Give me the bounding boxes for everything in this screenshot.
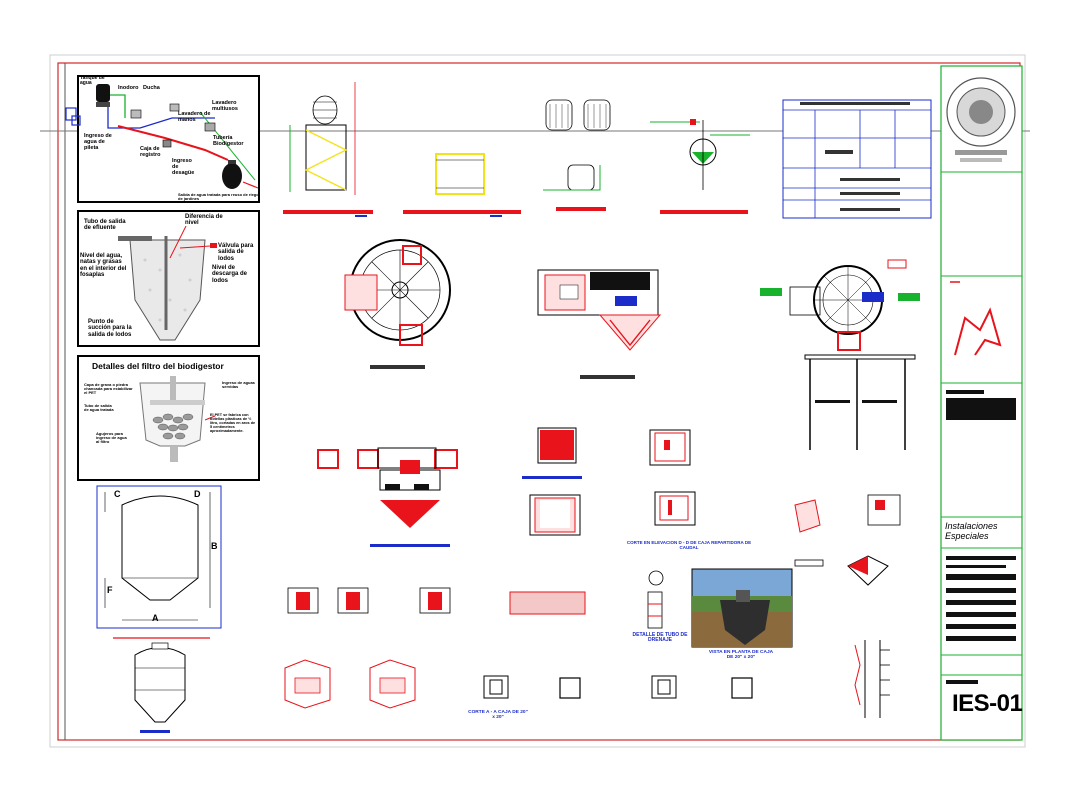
label-ingreso-pileta: Ingreso de agua de pileta	[84, 133, 112, 151]
label-salida-tratada: Salida de agua tratada para reuso de rie…	[178, 192, 259, 202]
water-tank	[96, 84, 110, 102]
sheet-border-outer	[49, 54, 1026, 748]
biodigestor-mini	[222, 163, 242, 189]
label-ducha: Ducha	[143, 85, 160, 91]
filter-title: Detalles del filtro del biodigestor	[92, 361, 224, 371]
label-ingreso-servidas: Ingreso de aguas servidas	[222, 380, 255, 390]
label-tuberia-biodigestor: Tubería Biodigestor	[213, 135, 244, 147]
sheet-number: IES-01	[952, 690, 1023, 717]
caption-vista-planta: VISTA EN PLANTA DE CAJA DE 20" x 20"	[708, 650, 774, 661]
legend-table	[782, 99, 932, 219]
label-ingreso-desague: Ingreso de desagüe	[172, 158, 195, 176]
panel-tank-dims	[96, 485, 222, 629]
label-nivel-agua: Nivel del agua, natas y grasas en el int…	[80, 253, 127, 278]
label-tubo-salida-tratada: Tubo de salida de agua tratada	[84, 403, 114, 413]
dim-c: C	[114, 489, 121, 499]
tank-outline	[121, 495, 199, 601]
label-tubo-salida: Tubo de salida de efluente	[84, 219, 126, 232]
label-pet: El PET se fabrica con botellas plásticas…	[210, 413, 256, 433]
label-diferencia-nivel: Diferencia de nivel	[185, 214, 223, 227]
label-valvula: Válvula para salida de lodos	[218, 243, 254, 262]
caption-corte-d: CORTE EN ELEVACION D - D DE CAJA REPARTI…	[626, 540, 752, 550]
left-blue-marker	[65, 107, 77, 121]
label-inodoro: Inodoro	[118, 85, 139, 91]
label-capa-grava: Capa de grava o piedra chancada para est…	[84, 382, 133, 396]
caption-corte-a: CORTE A - A CAJA DE 20" x 20"	[468, 710, 528, 721]
label-tanque: Tanque de agua	[80, 75, 105, 87]
filter-body	[139, 382, 206, 447]
label-agujeros: Agujeros para ingreso de agua al filtro	[96, 431, 127, 445]
project-title: Instalaciones Especiales	[945, 521, 998, 541]
dim-b: B	[211, 541, 218, 551]
label-lavadero-manos: Lavadero de manos	[178, 111, 211, 123]
label-caja-registro: Caja de registro	[140, 146, 161, 158]
dim-f: F	[107, 585, 113, 595]
dim-a: A	[152, 613, 159, 623]
biodigestor-drawing	[134, 647, 186, 723]
label-punto-succion: Punto de succión para la salida de lodos	[88, 319, 132, 338]
label-lavadero-multiusos: Lavadero multiusos	[212, 100, 238, 112]
caption-tubo-drenaje: DETALLE DE TUBO DE DRENAJE	[632, 632, 688, 644]
label-nivel-descarga: Nivel de descarga de lodos	[212, 265, 248, 284]
dim-d: D	[194, 489, 201, 499]
red-logo	[954, 307, 1002, 356]
